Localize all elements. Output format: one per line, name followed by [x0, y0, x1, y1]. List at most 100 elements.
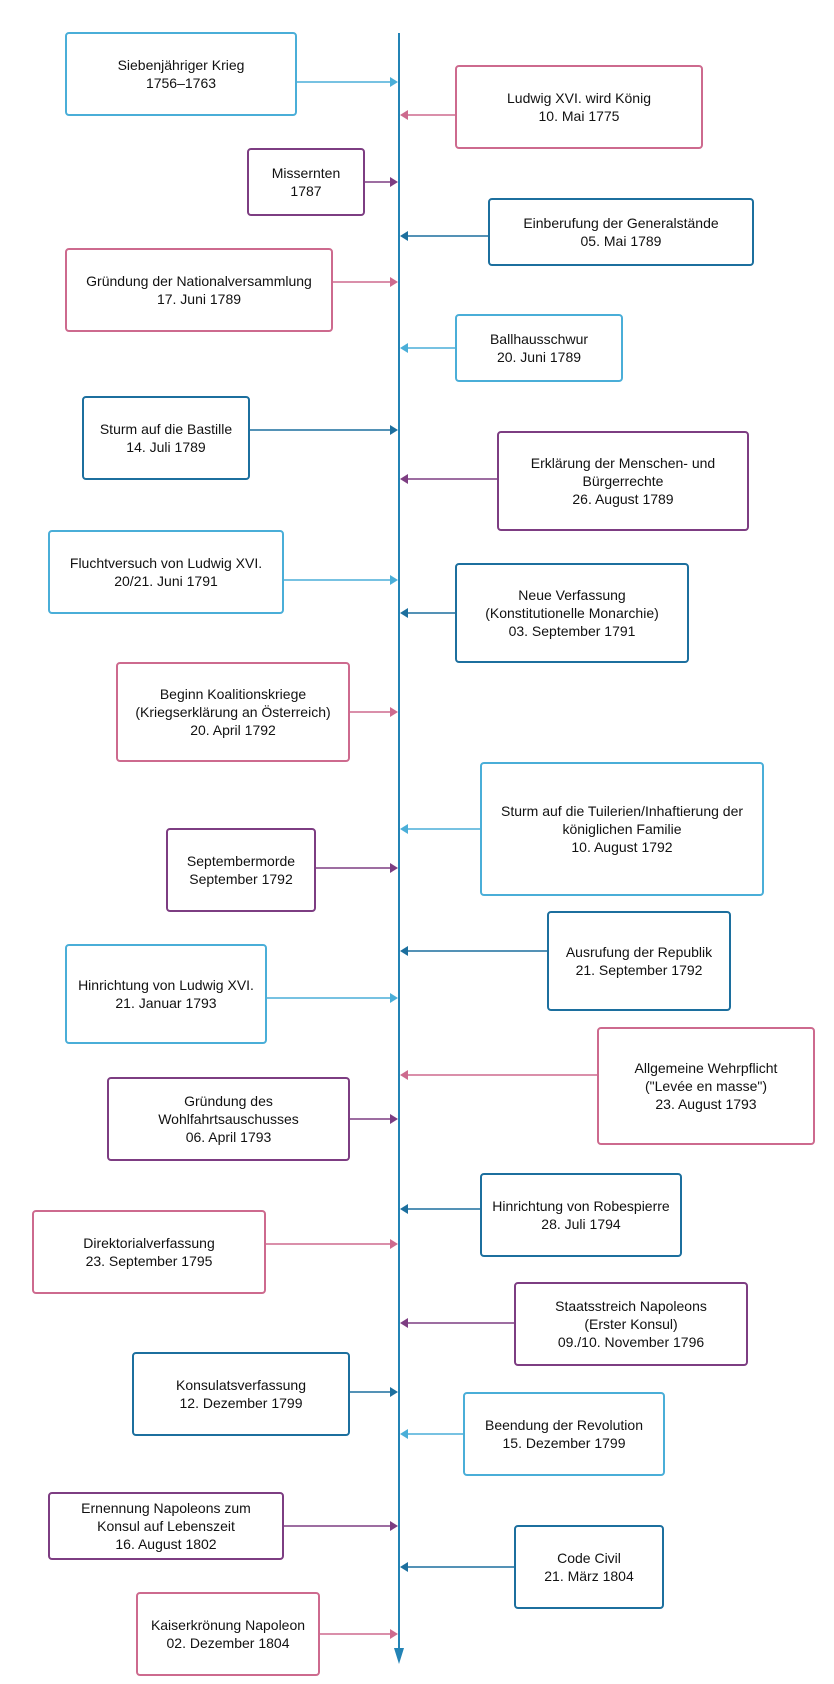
- event-box-line: Allgemeine Wehrpflicht: [634, 1060, 778, 1076]
- event-box: Ausrufung der Republik 21. September 1792: [547, 911, 731, 1011]
- connector-arrowhead: [400, 343, 408, 353]
- event-box-line: (Kriegserklärung an Österreich): [135, 704, 331, 720]
- event-box-line: Bürgerrechte: [582, 473, 664, 489]
- event-box: Konsulatsverfassung 12. Dezember 1799: [132, 1352, 350, 1436]
- event-box: Allgemeine Wehrpflicht ("Levée en masse")…: [597, 1027, 815, 1145]
- event-box-line: 12. Dezember 1799: [179, 1395, 303, 1411]
- event-box-line: 02. Dezember 1804: [166, 1635, 290, 1651]
- event-box-line: 26. August 1789: [572, 491, 674, 507]
- event-box-line: Ballhausschwur: [489, 331, 589, 347]
- connector-arrowhead: [400, 231, 408, 241]
- event-box-line: Sturm auf die Bastille: [99, 421, 233, 437]
- connector-arrowhead: [400, 1429, 408, 1439]
- event-box-line: 23. August 1793: [655, 1096, 757, 1112]
- connector-arrowhead: [390, 993, 398, 1003]
- event-box-line: 10. August 1792: [571, 839, 673, 855]
- event-box-line: Siebenjähriger Krieg: [117, 57, 245, 73]
- event-box-line: Beendung der Revolution: [484, 1417, 643, 1433]
- connector-arrowhead: [400, 1318, 408, 1328]
- connector-arrowhead: [390, 77, 398, 87]
- event-box-line: Hinrichtung von Robespierre: [492, 1198, 670, 1214]
- event-box-line: 15. Dezember 1799: [502, 1435, 626, 1451]
- connector-arrowhead: [390, 575, 398, 585]
- event-box-line: 21. Januar 1793: [115, 995, 217, 1011]
- connector-arrowhead: [390, 1521, 398, 1531]
- event-box-line: Gründung des: [184, 1093, 273, 1109]
- event-box-line: Einberufung der Generalstände: [523, 215, 719, 231]
- event-box-line: königlichen Familie: [562, 821, 682, 837]
- connector-arrowhead: [390, 863, 398, 873]
- event-box-line: 21. März 1804: [544, 1568, 634, 1584]
- event-box-line: 14. Juli 1789: [126, 439, 206, 455]
- event-box-line: 03. September 1791: [508, 623, 636, 639]
- event-box-line: 20/21. Juni 1791: [114, 573, 218, 589]
- event-box-line: Direktorialverfassung: [83, 1235, 215, 1251]
- event-box: Hinrichtung von Robespierre 28. Juli 1794: [480, 1173, 682, 1257]
- event-box: Siebenjähriger Krieg 1756–1763: [65, 32, 297, 116]
- event-box-line: Fluchtversuch von Ludwig XVI.: [69, 555, 263, 571]
- connector-arrowhead: [400, 946, 408, 956]
- event-box: Gründung der Nationalversammlung 17. Juni…: [65, 248, 333, 332]
- event-box-line: Staatsstreich Napoleons: [555, 1298, 707, 1314]
- event-box-line: 1756–1763: [145, 75, 217, 91]
- connector-arrowhead: [400, 608, 408, 618]
- event-box-line: Konsulatsverfassung: [176, 1377, 306, 1393]
- event-box-line: Sturm auf die Tuilerien/Inhaftierung der: [500, 803, 744, 819]
- connector-arrowhead: [400, 1204, 408, 1214]
- connector-arrowhead: [400, 1562, 408, 1572]
- connector-arrowhead: [400, 474, 408, 484]
- event-box-line: 20. Juni 1789: [496, 349, 582, 365]
- event-box-line: 20. April 1792: [190, 722, 276, 738]
- connector-arrowhead: [390, 1239, 398, 1249]
- event-box-line: 09./10. November 1796: [557, 1334, 705, 1350]
- event-box-line: Ausrufung der Republik: [565, 944, 713, 960]
- event-box: Hinrichtung von Ludwig XVI. 21. Januar 17…: [65, 944, 267, 1044]
- event-box: Einberufung der Generalstände 05. Mai 178…: [488, 198, 754, 266]
- event-box: Code Civil 21. März 1804: [514, 1525, 664, 1609]
- event-box-line: 28. Juli 1794: [541, 1216, 621, 1232]
- event-box: Beendung der Revolution 15. Dezember 1799: [463, 1392, 665, 1476]
- event-box-line: 17. Juni 1789: [156, 291, 242, 307]
- event-box: Sturm auf die Tuilerien/Inhaftierung der…: [480, 762, 764, 896]
- event-box-line: Code Civil: [557, 1550, 621, 1566]
- event-box: Staatsstreich Napoleons (Erster Konsul) 09…: [514, 1282, 748, 1366]
- event-box-line: 05. Mai 1789: [580, 233, 662, 249]
- connector-arrows: [250, 77, 597, 1639]
- event-box-line: 06. April 1793: [185, 1129, 272, 1145]
- connector-arrowhead: [390, 1114, 398, 1124]
- connector-arrowhead: [390, 177, 398, 187]
- event-box-line: Kaiserkrönung Napoleon: [150, 1617, 306, 1633]
- connector-arrowhead: [390, 1387, 398, 1397]
- event-box: Fluchtversuch von Ludwig XVI. 20/21. Juni…: [48, 530, 284, 614]
- connector-arrowhead: [400, 824, 408, 834]
- connector-arrowhead: [390, 707, 398, 717]
- connector-arrowhead: [390, 277, 398, 287]
- event-box-line: 1787: [290, 183, 322, 199]
- event-box-line: Ludwig XVI. wird König: [507, 90, 651, 106]
- event-box-line: Ernennung Napoleons zum: [81, 1500, 251, 1516]
- event-box-line: 23. September 1795: [85, 1253, 213, 1269]
- event-box-line: 16. August 1802: [115, 1536, 217, 1552]
- event-box-line: Gründung der Nationalversammlung: [86, 273, 312, 289]
- event-box-line: Erklärung der Menschen- und: [530, 455, 716, 471]
- event-box: Kaiserkrönung Napoleon 02. Dezember 1804: [136, 1592, 320, 1676]
- event-box-line: Hinrichtung von Ludwig XVI.: [78, 977, 254, 993]
- connector-arrowhead: [390, 1629, 398, 1639]
- event-box-line: 21. September 1792: [575, 962, 703, 978]
- event-box: Sturm auf die Bastille 14. Juli 1789: [82, 396, 250, 480]
- event-box-line: (Erster Konsul): [584, 1316, 678, 1332]
- event-box-line: Wohlfahrtsauschusses: [158, 1111, 299, 1127]
- event-box-line: 10. Mai 1775: [538, 108, 620, 124]
- event-box-line: ("Levée en masse"): [645, 1078, 767, 1094]
- timeline-axis-arrowhead: [394, 1648, 404, 1664]
- event-box-line: Beginn Koalitionskriege: [159, 686, 307, 702]
- connector-arrowhead: [400, 1070, 408, 1080]
- event-box: Direktorialverfassung 23. September 1795: [32, 1210, 266, 1294]
- event-box-line: Konsul auf Lebenszeit: [97, 1518, 235, 1534]
- connector-arrowhead: [400, 110, 408, 120]
